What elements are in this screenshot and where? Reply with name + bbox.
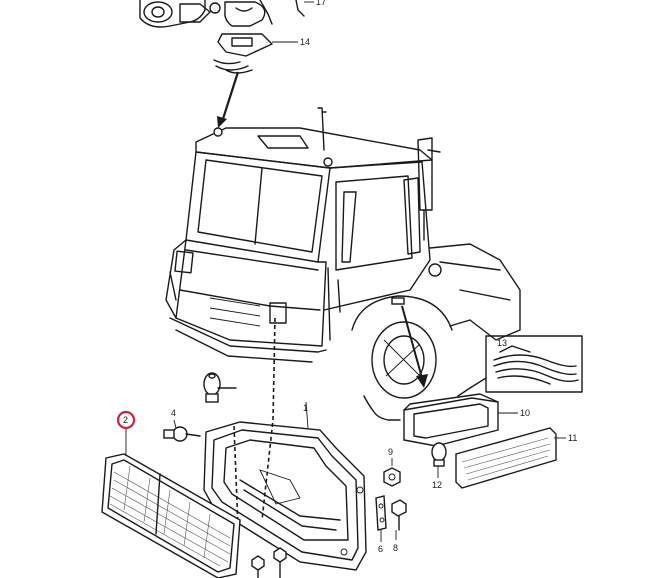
side-lamp-bulb (431, 442, 447, 467)
headlamp-housing (203, 421, 367, 571)
small-bulb-part-4 (163, 426, 201, 442)
dashed-guide-headlamp (261, 317, 276, 521)
callout-4[interactable]: 4 (171, 408, 176, 418)
callout-10[interactable]: 10 (520, 408, 530, 418)
nut-part-9 (383, 467, 401, 487)
side-lamp-lens (455, 427, 557, 489)
side-lamp-housing (363, 393, 499, 447)
callout-14[interactable]: 14 (300, 37, 310, 47)
arrow-to-roof-marker (217, 71, 240, 128)
dashed-guide-left (233, 425, 239, 529)
callout-9[interactable]: 9 (388, 447, 393, 457)
callout-17[interactable]: 17 (316, 0, 326, 7)
headlamp-lens (101, 453, 241, 578)
wiring-detail-box (485, 335, 583, 393)
callout-2[interactable]: 2 (123, 415, 128, 425)
callout-6[interactable]: 6 (378, 544, 383, 554)
callout-2-highlight-ring[interactable] (116, 410, 136, 430)
screw-part-8 (391, 499, 407, 531)
truck-cab (165, 107, 521, 399)
wiring-connector-line (457, 377, 487, 397)
callout-1[interactable]: 1 (303, 403, 308, 413)
headlamp-bulb (203, 372, 237, 403)
callout-12[interactable]: 12 (432, 480, 442, 490)
callout-8[interactable]: 8 (393, 543, 398, 553)
mounting-screws (251, 547, 287, 578)
arrow-to-side-marker (401, 305, 428, 388)
leader-1 (305, 401, 309, 429)
bracket-part-6 (375, 495, 387, 531)
leader-4 (173, 419, 177, 429)
callout-11[interactable]: 11 (568, 433, 577, 443)
top-socket-assembly (139, 0, 305, 74)
callout-13[interactable]: 13 (497, 338, 507, 348)
